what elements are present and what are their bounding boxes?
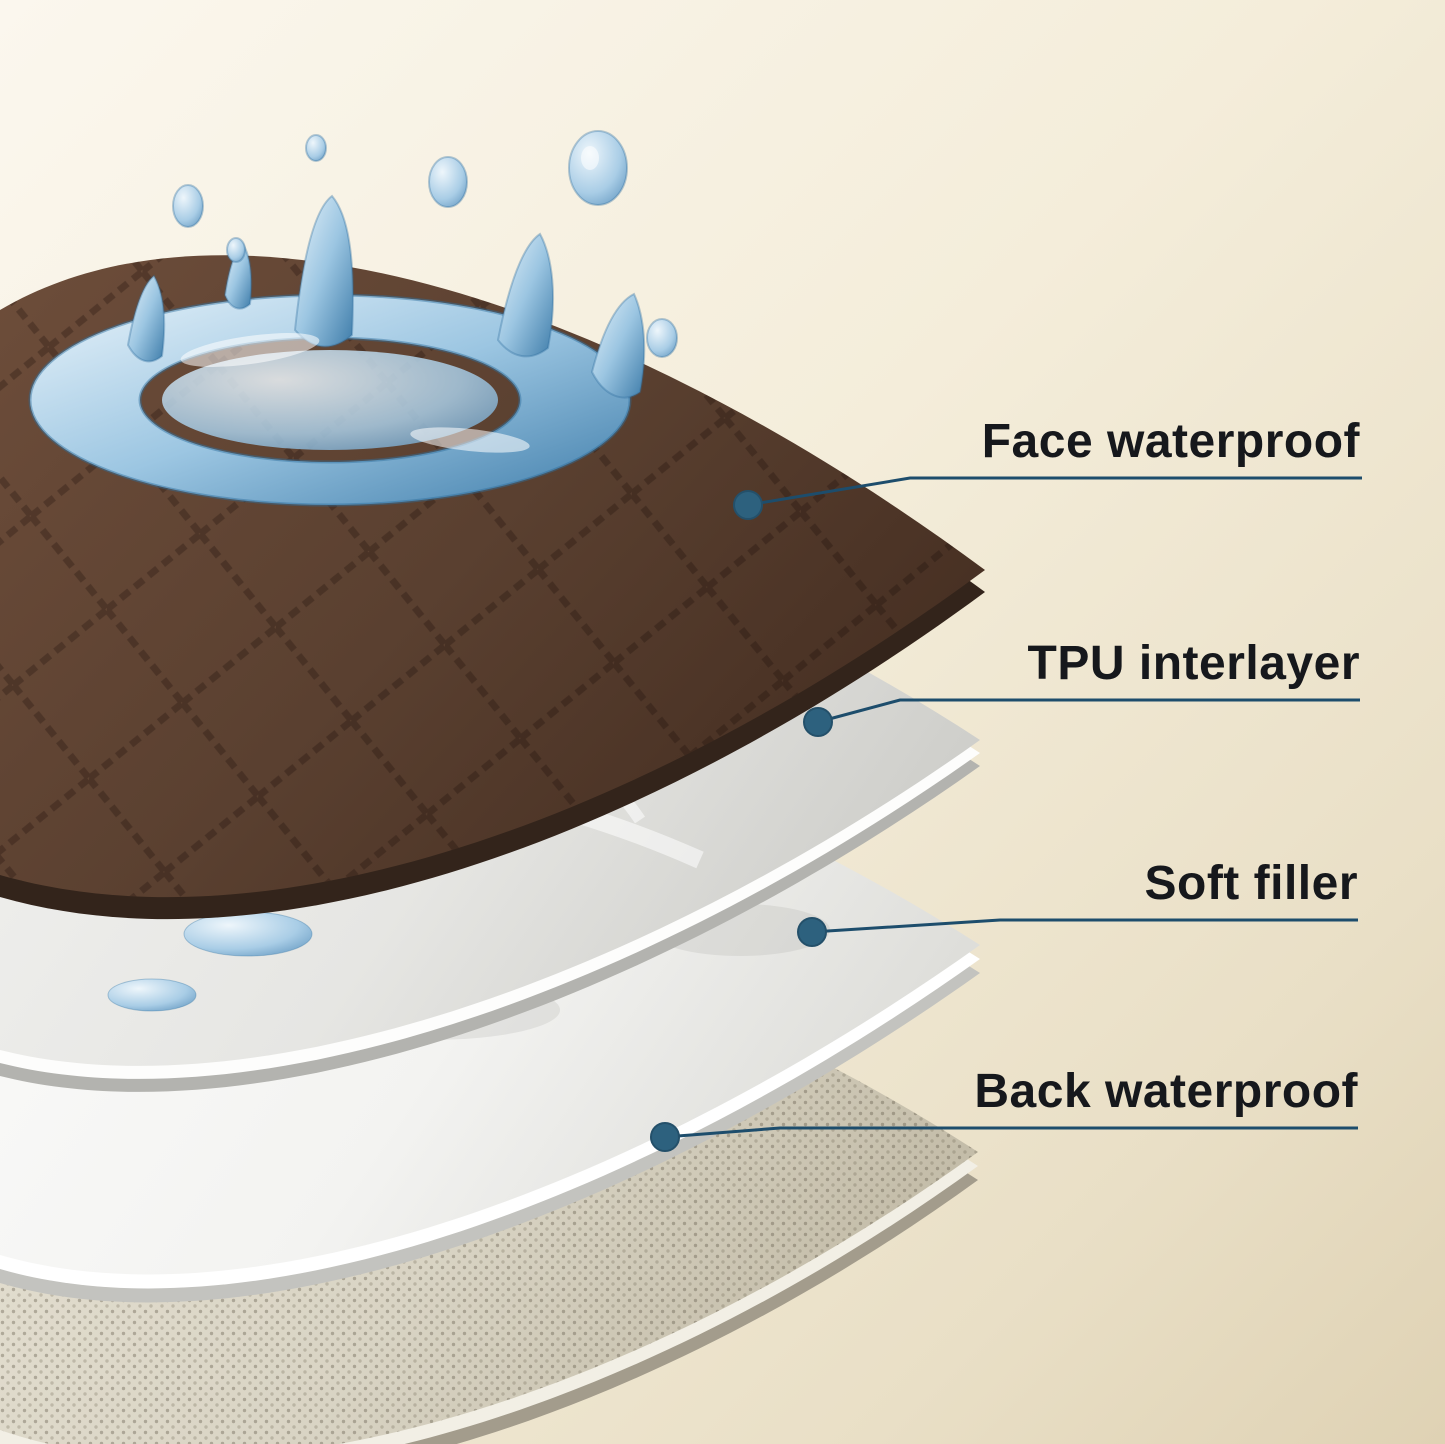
callout-dot-tpu-interlayer — [803, 707, 833, 737]
label-back-waterproof: Back waterproof — [974, 1065, 1358, 1118]
callout-line-soft-filler — [811, 918, 1358, 934]
callout-dot-soft-filler — [797, 917, 827, 947]
callout-lines — [664, 476, 1362, 1139]
label-soft-filler: Soft filler — [1144, 857, 1358, 910]
callout-dot-face-waterproof — [733, 490, 763, 520]
callout-line-tpu-interlayer — [817, 698, 1360, 724]
label-face-waterproof: Face waterproof — [981, 415, 1360, 468]
callout-line-face-waterproof — [747, 476, 1362, 507]
callout-line-back-waterproof — [664, 1126, 1358, 1139]
label-tpu-interlayer: TPU interlayer — [1027, 637, 1360, 690]
callout-dot-back-waterproof — [650, 1122, 680, 1152]
water-splash — [28, 130, 678, 507]
callout-dots — [650, 490, 833, 1152]
